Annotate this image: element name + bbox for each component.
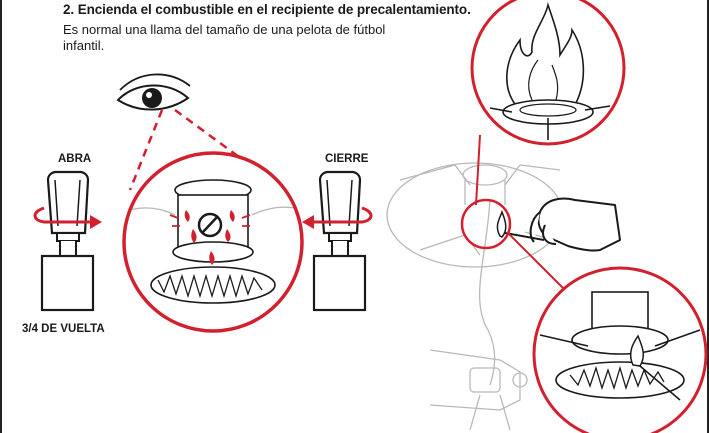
turn-amount-label: 3/4 DE VUELTA <box>22 323 105 335</box>
page-frame-left <box>0 0 2 433</box>
rotate-arrow-icon <box>312 206 373 224</box>
page-frame-right <box>707 0 709 433</box>
fuel-drops <box>184 210 235 265</box>
flame-inset <box>470 0 626 146</box>
open-label: ABRA <box>58 153 92 165</box>
pump-valve <box>469 367 501 393</box>
eye-icon <box>116 73 191 111</box>
burner-inset <box>532 266 708 433</box>
flame-icon <box>496 209 507 238</box>
fuel-line <box>478 199 496 386</box>
lighting-spot-highlight <box>460 198 512 250</box>
hand-icon <box>529 197 621 252</box>
stove-burner <box>462 164 508 186</box>
stove-legs <box>399 164 571 256</box>
step-title: 2. Encienda el combustible en el recipie… <box>63 2 471 17</box>
zoom-connector-top <box>475 134 481 206</box>
valve-inset <box>122 151 304 333</box>
valve-knob-close <box>302 170 373 312</box>
rotate-arrow-icon <box>33 206 92 224</box>
flame-icon <box>629 334 645 367</box>
fuel-bottle <box>429 349 521 411</box>
close-label: CIERRE <box>325 153 369 165</box>
sight-line-left <box>128 109 164 191</box>
step-description: Es normal una llama del tamaño de una pe… <box>63 22 386 53</box>
match-icon <box>496 209 545 241</box>
valve-knob-open <box>33 170 102 312</box>
flame-icon <box>506 1 585 111</box>
